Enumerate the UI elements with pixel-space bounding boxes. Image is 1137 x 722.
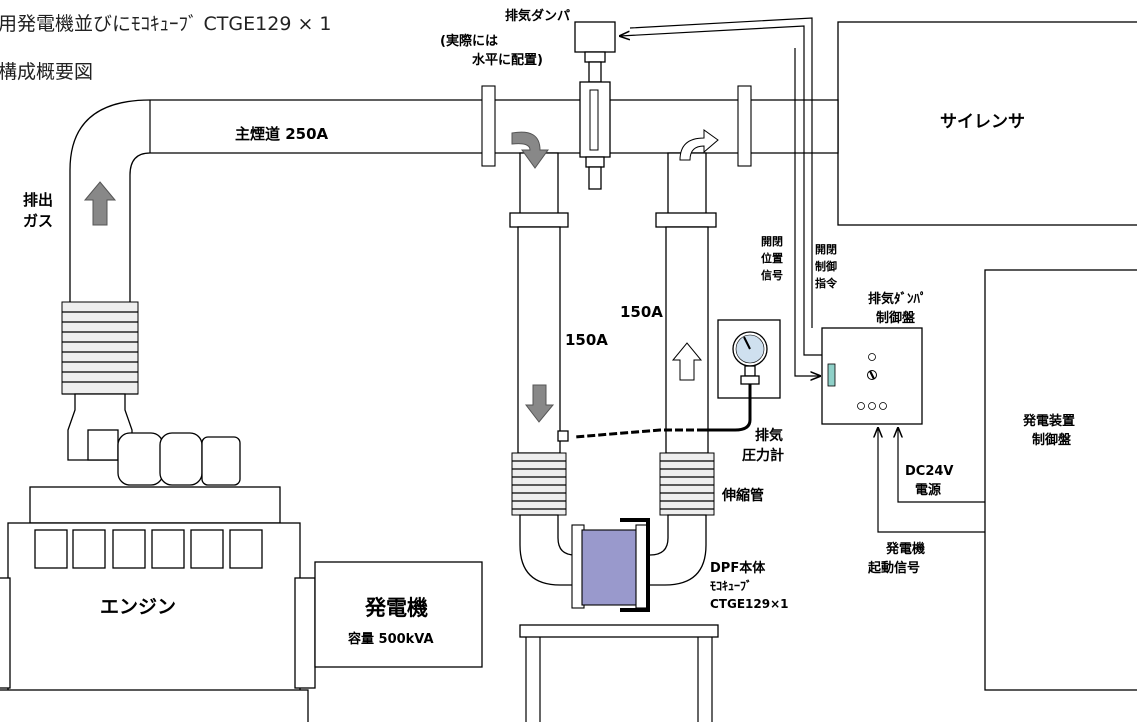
main-flue-label: 主煙道 250A — [235, 125, 329, 143]
exhaust-gas-label-2: ガス — [23, 212, 53, 230]
dpf-body — [571, 518, 650, 612]
down-flow-arrow — [524, 384, 555, 423]
generator: 発電機 容量 500kVA — [314, 561, 483, 668]
generator-capacity: 容量 500kVA — [347, 631, 434, 647]
expansion-joint-label: 伸縮管 — [721, 487, 764, 504]
ctrl-command-label-1: 開閉 — [815, 243, 837, 256]
silencer: サイレンサ — [837, 21, 1137, 226]
pressure-gauge-label-2: 圧力計 — [742, 447, 784, 464]
damper-control-panel — [821, 327, 923, 425]
dc24v-label-1: DC24V — [905, 464, 953, 479]
pipe-150a-right-label: 150A — [620, 303, 663, 321]
main-flue-pipe: 主煙道 250A — [69, 99, 839, 306]
exhaust-gas-label-1: 排出 — [23, 191, 53, 209]
dpf-label-1: DPF本体 — [710, 560, 766, 576]
branch-pipe-right: 150A — [620, 152, 717, 454]
gen-panel-label-1: 発電装置 — [1022, 413, 1075, 429]
pos-signal-label-2: 位置 — [761, 251, 783, 265]
exhaust-damper — [574, 21, 616, 190]
generator-control-panel: 発電装置 制御盤 — [984, 269, 1137, 691]
flange-left — [481, 85, 496, 167]
ctrl-command-label-2: 制御 — [815, 259, 837, 273]
start-signal-label-1: 発電機 — [885, 541, 925, 557]
engine: エンジン — [0, 486, 316, 722]
up-flow-arrow — [671, 342, 703, 381]
pipe-150a-left-label: 150A — [565, 331, 608, 349]
pressure-gauge — [557, 319, 781, 442]
dc24v-label-2: 電源 — [915, 482, 941, 498]
pos-signal-label-1: 開閉 — [761, 235, 783, 248]
silencer-label: サイレンサ — [940, 112, 1025, 132]
branch-bellows-left — [511, 452, 567, 516]
exhaust-gas-arrow — [83, 181, 117, 226]
engine-label: エンジン — [100, 596, 176, 618]
flow-in-arrow — [511, 131, 549, 169]
signal-lines — [620, 17, 985, 533]
start-signal-label-2: 起動信号 — [867, 560, 920, 576]
damper-panel-label-2: 制御盤 — [876, 310, 916, 326]
generator-label: 発電機 — [364, 596, 428, 620]
branch-pipe-left: 150A — [509, 152, 608, 454]
diagram-title-line1: 用発電機並びにﾓｺｷｭｰﾌﾞ CTGE129 × 1 — [0, 13, 332, 35]
ctrl-command-label-3: 指令 — [815, 276, 838, 290]
engine-bellows — [61, 301, 139, 395]
pressure-gauge-label-1: 排気 — [755, 427, 783, 444]
dpf-label-3: CTGE129×1 — [710, 597, 789, 611]
flow-out-arrow — [679, 129, 719, 161]
branch-bellows-right — [659, 452, 715, 516]
dpf-stand — [519, 624, 719, 722]
flange-right — [737, 85, 752, 167]
damper-note-1: (実際には — [440, 33, 498, 49]
turbocharger — [67, 393, 241, 486]
dpf-label-2: ﾓｺｷｭｰﾌﾞ — [710, 578, 752, 593]
damper-title: 排気ダンパ — [505, 8, 570, 24]
damper-note-2: 水平に配置) — [472, 52, 543, 68]
gen-panel-label-2: 制御盤 — [1032, 432, 1072, 448]
diagram-title-line2: 構成概要図 — [0, 61, 93, 83]
pos-signal-label-3: 信号 — [761, 268, 783, 282]
damper-panel-label-1: 排気ﾀﾞﾝﾊﾟ — [868, 291, 927, 307]
